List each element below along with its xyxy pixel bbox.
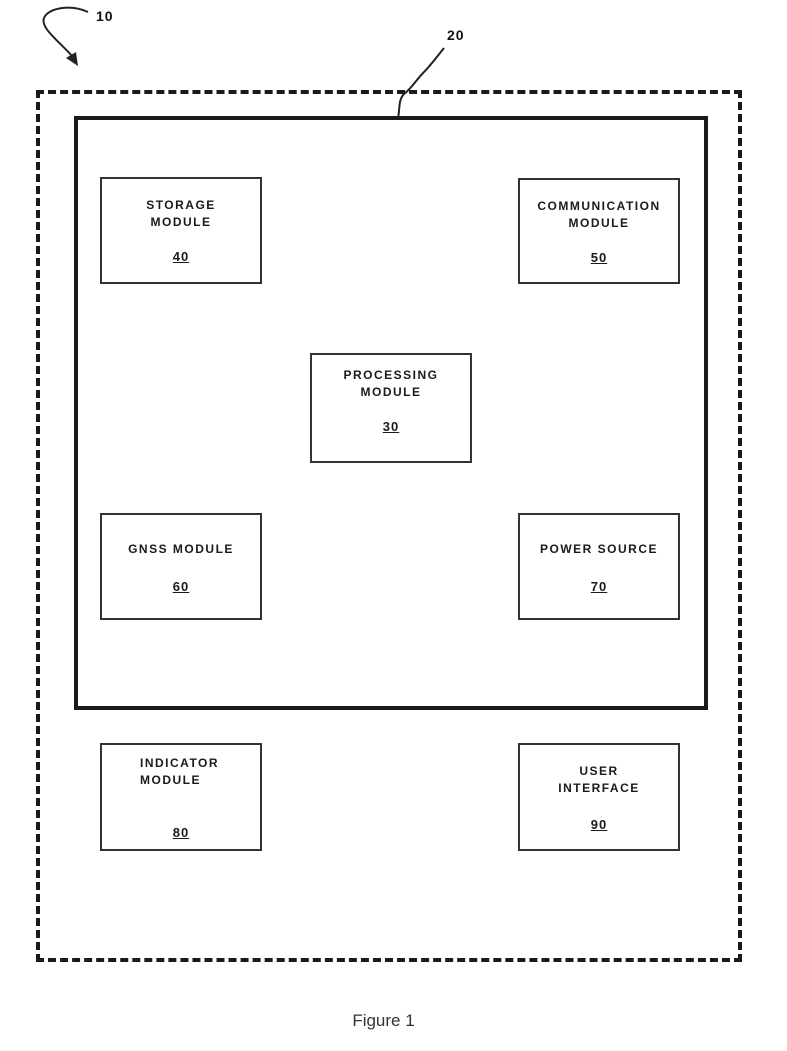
communication-module-label: COMMUNICATION MODULE <box>520 198 678 232</box>
processing-module-label: PROCESSING MODULE <box>312 367 470 401</box>
gnss-module-label: GNSS MODULE <box>102 541 260 558</box>
communication-module-number: 50 <box>520 250 678 265</box>
power-source-label: POWER SOURCE <box>520 541 678 558</box>
power-source-number: 70 <box>520 579 678 594</box>
reference-label-device: 10 <box>96 8 114 24</box>
gnss-module-box: GNSS MODULE 60 <box>100 513 262 620</box>
storage-module-box: STORAGE MODULE 40 <box>100 177 262 284</box>
user-interface-number: 90 <box>520 817 678 832</box>
power-source-box: POWER SOURCE 70 <box>518 513 680 620</box>
leader-arrowhead-device <box>66 52 78 66</box>
indicator-module-box: INDICATOR MODULE 80 <box>100 743 262 851</box>
reference-label-housing: 20 <box>447 27 465 43</box>
user-interface-box: USER INTERFACE 90 <box>518 743 680 851</box>
leader-arrow-device <box>43 8 88 56</box>
figure-caption: Figure 1 <box>0 1011 767 1031</box>
gnss-module-number: 60 <box>102 579 260 594</box>
indicator-module-label: INDICATOR MODULE <box>102 755 260 789</box>
storage-module-number: 40 <box>102 249 260 264</box>
processing-module-number: 30 <box>312 419 470 434</box>
storage-module-label: STORAGE MODULE <box>102 197 260 231</box>
indicator-module-number: 80 <box>102 825 260 840</box>
processing-module-box: PROCESSING MODULE 30 <box>310 353 472 463</box>
user-interface-label: USER INTERFACE <box>520 763 678 797</box>
communication-module-box: COMMUNICATION MODULE 50 <box>518 178 680 284</box>
